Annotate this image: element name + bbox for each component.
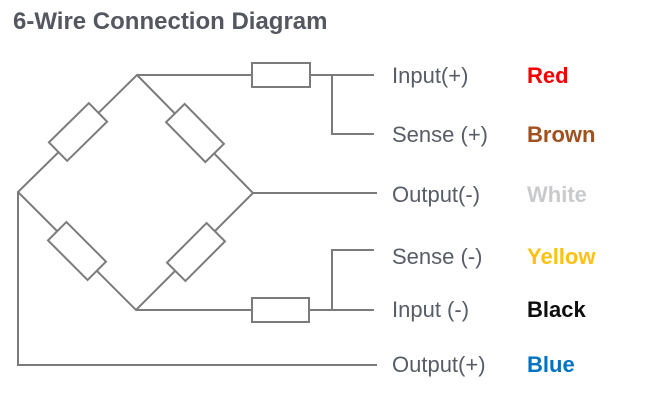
wire-signal-input-minus: Input (-) — [392, 297, 470, 322]
bridge-resistor-upper-left — [47, 101, 109, 163]
wire-color-blue: Blue — [527, 352, 575, 377]
wire-signal-output-minus: Output(-) — [392, 182, 481, 207]
bridge-resistor-lower-right — [165, 221, 227, 283]
bridge-resistor-upper-right — [164, 102, 226, 164]
input-plus-series-resistor — [251, 62, 311, 88]
sense-minus-branch-wire — [331, 249, 374, 310]
output-plus-wire — [17, 192, 377, 366]
wire-color-brown: Brown — [527, 122, 596, 147]
bridge-diamond — [16, 73, 255, 312]
wire-color-black: Black — [527, 297, 586, 322]
wire-signal-input-plus: Input(+) — [392, 63, 469, 88]
bridge-resistor-lower-left — [46, 220, 108, 282]
diagram-title: 6-Wire Connection Diagram — [13, 8, 328, 35]
sense-plus-branch-wire — [331, 75, 374, 135]
wire-signal-output-plus: Output(+) — [392, 352, 486, 377]
wire-color-red: Red — [527, 63, 569, 88]
wire-color-yellow: Yellow — [527, 244, 596, 269]
input-minus-series-resistor — [251, 297, 310, 323]
wire-signal-sense-plus: Sense (+) — [392, 122, 488, 147]
wire-signal-sense-minus: Sense (-) — [392, 244, 483, 269]
wire-color-white: White — [527, 182, 587, 207]
